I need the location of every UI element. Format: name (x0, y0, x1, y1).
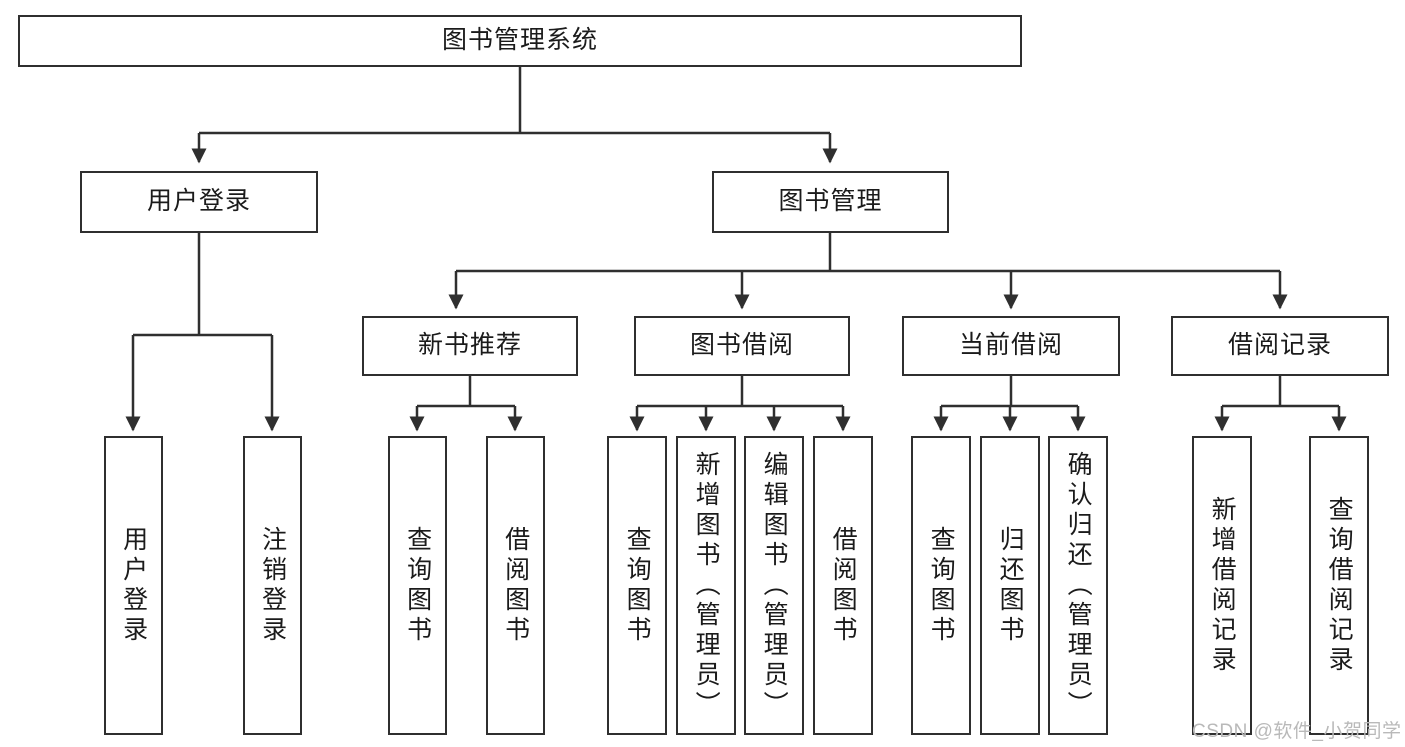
leaf-user-login-login-label: 用户登录 (119, 525, 148, 646)
leaf-borrow-query-book-label: 查询图书 (623, 525, 652, 646)
node-root-label: 图书管理系统 (441, 26, 598, 55)
leaf-record-add-label: 新增借阅记录 (1208, 495, 1237, 676)
leaf-borrow-borrow-book-label: 借阅图书 (829, 525, 858, 646)
node-current-borrow[interactable]: 当前借阅 (902, 316, 1120, 376)
leaf-current-return-book[interactable]: 归还图书 (980, 436, 1040, 735)
leaf-user-login-login[interactable]: 用户登录 (104, 436, 163, 735)
node-new-book-recommend-label: 新书推荐 (417, 331, 522, 360)
node-book-management[interactable]: 图书管理 (712, 171, 949, 233)
leaf-record-add[interactable]: 新增借阅记录 (1192, 436, 1252, 735)
node-user-login[interactable]: 用户登录 (80, 171, 318, 233)
leaf-current-confirm-return[interactable]: 确认归还（管理员） (1048, 436, 1108, 735)
leaf-current-query-book[interactable]: 查询图书 (911, 436, 971, 735)
leaf-borrow-edit-book-label: 编辑图书（管理员） (760, 450, 789, 721)
node-root[interactable]: 图书管理系统 (18, 15, 1022, 67)
leaf-user-login-logout[interactable]: 注销登录 (243, 436, 302, 735)
watermark: CSDN @软件_小贺同学 (1192, 721, 1402, 742)
node-book-borrow[interactable]: 图书借阅 (634, 316, 850, 376)
leaf-current-confirm-return-label: 确认归还（管理员） (1064, 450, 1093, 721)
node-book-management-label: 图书管理 (778, 187, 883, 216)
leaf-current-query-book-label: 查询图书 (927, 525, 956, 646)
leaf-user-login-logout-label: 注销登录 (258, 525, 287, 646)
leaf-borrow-edit-book[interactable]: 编辑图书（管理员） (744, 436, 804, 735)
node-borrow-record-label: 借阅记录 (1227, 331, 1332, 360)
leaf-new-book-query-label: 查询图书 (403, 525, 432, 646)
leaf-borrow-query-book[interactable]: 查询图书 (607, 436, 667, 735)
leaf-borrow-add-book-label: 新增图书（管理员） (692, 450, 721, 721)
leaf-new-book-borrow[interactable]: 借阅图书 (486, 436, 545, 735)
leaf-record-query-label: 查询借阅记录 (1325, 495, 1354, 676)
node-user-login-label: 用户登录 (146, 187, 251, 216)
leaf-new-book-query[interactable]: 查询图书 (388, 436, 447, 735)
leaf-new-book-borrow-label: 借阅图书 (501, 525, 530, 646)
leaf-record-query[interactable]: 查询借阅记录 (1309, 436, 1369, 735)
leaf-borrow-add-book[interactable]: 新增图书（管理员） (676, 436, 736, 735)
leaf-borrow-borrow-book[interactable]: 借阅图书 (813, 436, 873, 735)
node-borrow-record[interactable]: 借阅记录 (1171, 316, 1389, 376)
node-new-book-recommend[interactable]: 新书推荐 (362, 316, 578, 376)
node-current-borrow-label: 当前借阅 (958, 331, 1063, 360)
leaf-current-return-book-label: 归还图书 (996, 525, 1025, 646)
node-book-borrow-label: 图书借阅 (689, 331, 794, 360)
